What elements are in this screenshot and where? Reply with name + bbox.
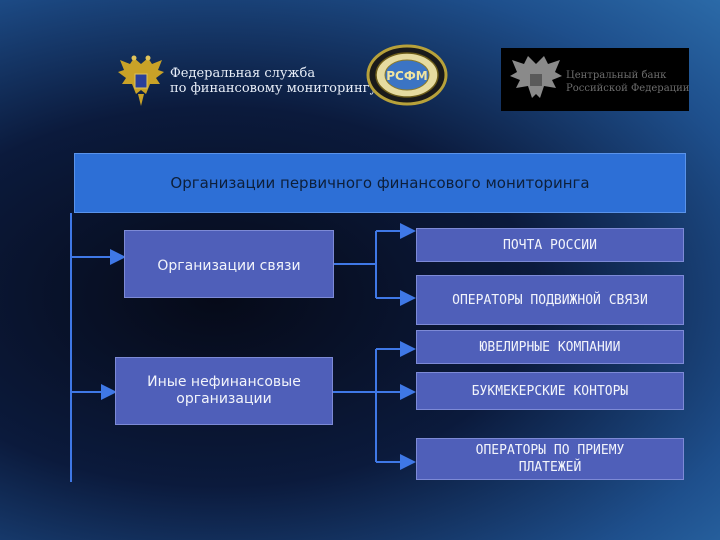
diagram-header-label: Организации первичного финансового монит… bbox=[170, 174, 590, 192]
branch-communications bbox=[334, 231, 377, 298]
fsfm-eagle-logo bbox=[118, 55, 164, 106]
item-label: ОПЕРАТОРЫ ПО ПРИЕМУ ПЛАТЕЖЕЙ bbox=[475, 443, 625, 475]
item-label: ЮВЕЛИРНЫЕ КОМПАНИИ bbox=[479, 339, 621, 355]
fsfm-title: Федеральная служба по финансовому монито… bbox=[170, 66, 378, 96]
diagram-header: Организации первичного финансового монит… bbox=[74, 153, 686, 213]
item-label: ПОЧТА РОССИИ bbox=[503, 237, 597, 253]
item-box-bookmakers: БУКМЕКЕРСКИЕ КОНТОРЫ bbox=[416, 372, 684, 410]
group-box-communications: Организации связи bbox=[124, 230, 334, 298]
group-label: Организации связи bbox=[157, 258, 301, 274]
emblem-letters: РСФМ bbox=[386, 69, 427, 83]
branch-nonfinancial bbox=[333, 349, 377, 462]
item-box-post: ПОЧТА РОССИИ bbox=[416, 228, 684, 262]
group-box-nonfinancial: Иные нефинансовые организации bbox=[115, 357, 333, 425]
item-label: БУКМЕКЕРСКИЕ КОНТОРЫ bbox=[471, 383, 629, 399]
rosfinmonitoring-emblem-icon: РСФМ bbox=[366, 44, 448, 106]
item-label: ОПЕРАТОРЫ ПОДВИЖНОЙ СВЯЗИ bbox=[452, 292, 648, 308]
item-box-jewelry: ЮВЕЛИРНЫЕ КОМПАНИИ bbox=[416, 330, 684, 364]
central-bank-title: Центральный банк Российской Федерации bbox=[566, 70, 690, 94]
central-bank-eagle-icon bbox=[510, 56, 562, 98]
item-box-mobile-operators: ОПЕРАТОРЫ ПОДВИЖНОЙ СВЯЗИ bbox=[416, 275, 684, 325]
item-box-payment-operators: ОПЕРАТОРЫ ПО ПРИЕМУ ПЛАТЕЖЕЙ bbox=[416, 438, 684, 480]
group-label: Иные нефинансовые организации bbox=[147, 374, 301, 407]
